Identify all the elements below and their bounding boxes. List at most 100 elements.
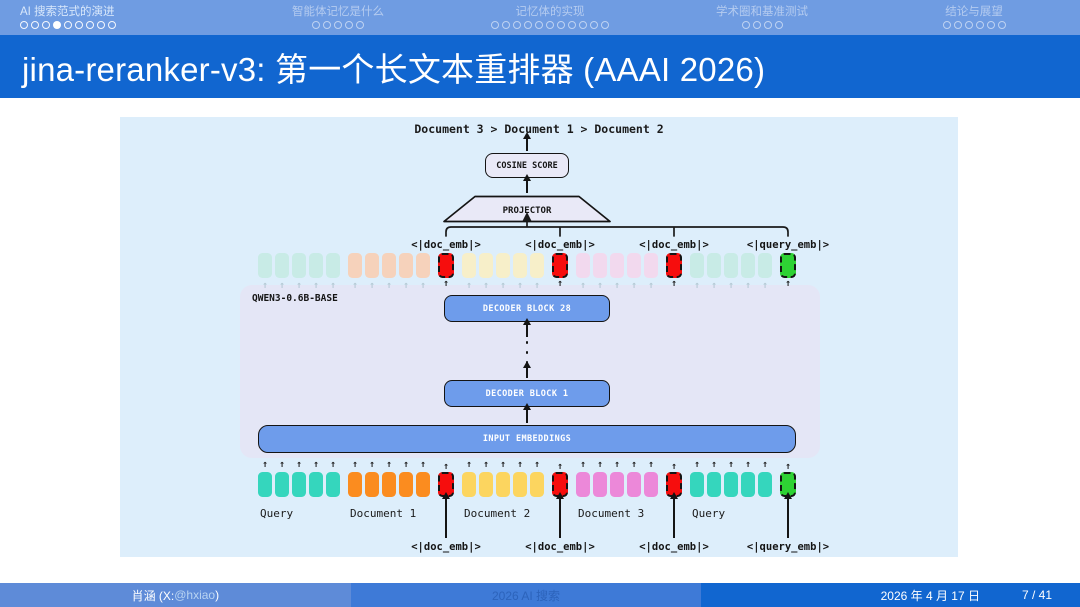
up-arrow-icon: ↑ xyxy=(443,460,449,472)
output-token-row: ↑↑↑↑↑↑↑↑↑↑↑<|doc_emb|>↑↑↑↑↑↑<|doc_emb|>↑… xyxy=(258,239,829,290)
up-arrow-icon: ↑ xyxy=(671,460,677,472)
up-arrow-icon: ↑ xyxy=(648,280,654,291)
doc-emb-1-label: <|doc_emb|> xyxy=(411,541,481,553)
nav-dot[interactable] xyxy=(31,21,39,30)
nav-dot[interactable] xyxy=(741,21,750,30)
nav-section-title: AI 搜索范式的演进 xyxy=(20,5,115,18)
nav-dot[interactable] xyxy=(20,21,28,30)
nav-section-agent-memory[interactable]: 智能体记忆是什么 xyxy=(232,0,444,35)
up-arrow-icon: ↑ xyxy=(711,280,717,291)
group-label-document-1: Document 1 xyxy=(350,507,417,520)
token-query-2: ↑ xyxy=(724,253,738,290)
up-arrow-icon: ↑ xyxy=(557,460,563,472)
nav-dot[interactable] xyxy=(513,21,521,30)
up-arrow-icon: ↑ xyxy=(403,458,409,470)
token-document-1: ↑ xyxy=(382,253,396,290)
query-emb-label: <|query_emb|> xyxy=(746,239,830,251)
up-arrow-icon: ↑ xyxy=(694,458,700,470)
nav-dot[interactable] xyxy=(953,21,962,30)
input-embeddings-label: INPUT EMBEDDINGS xyxy=(482,434,572,444)
nav-dot[interactable] xyxy=(524,21,532,30)
nav-dot[interactable] xyxy=(601,21,609,30)
nav-dot[interactable] xyxy=(97,21,105,30)
token-query-2: ↑ xyxy=(707,459,721,497)
nav-dot[interactable] xyxy=(997,21,1006,30)
doc-emb-2-token: ↑<|doc_emb|> xyxy=(525,239,595,288)
nav-dot[interactable] xyxy=(75,21,83,30)
token-query-2: ↑ xyxy=(707,253,721,290)
section-navbar: AI 搜索范式的演进 智能体记忆是什么 记忆体的实现 学术圈和基准测试 结论与展… xyxy=(0,0,1080,35)
up-arrow-icon: ↑ xyxy=(330,458,336,470)
token-group-doc-emb-3: ↑ <|doc_emb|> xyxy=(639,461,709,553)
up-arrow-icon: ↑ xyxy=(262,458,268,470)
nav-dot[interactable] xyxy=(590,21,598,30)
up-arrow-icon: ↑ xyxy=(313,280,319,291)
nav-progress-dots xyxy=(942,21,1006,30)
long-up-arrow xyxy=(559,498,561,538)
nav-dot[interactable] xyxy=(491,21,499,30)
nav-dot[interactable] xyxy=(568,21,576,30)
up-arrow-icon: ↑ xyxy=(483,280,489,291)
up-arrow-icon: ↑ xyxy=(369,458,375,470)
nav-progress-dots xyxy=(741,21,783,30)
up-arrow-icon: ↑ xyxy=(557,278,563,289)
up-arrow-icon: ↑ xyxy=(262,280,268,291)
nav-dot[interactable] xyxy=(763,21,772,30)
input-token-row: ↑Query↑↑↑↑↑Document 1↑↑↑↑↑<|doc_emb|>↑Do… xyxy=(258,459,829,553)
nav-dot[interactable] xyxy=(312,21,320,30)
up-arrow-icon: ↑ xyxy=(500,458,506,470)
decoder-block-28-label: DECODER BLOCK 28 xyxy=(482,303,572,314)
nav-section-memory-impl[interactable]: 记忆体的实现 xyxy=(444,0,656,35)
token-query-1: ↑ xyxy=(292,253,306,290)
qwen-model-label: QWEN3-0.6B-BASE xyxy=(252,293,338,304)
doc-emb-2-token: ↑<|doc_emb|> xyxy=(525,461,595,553)
token-document-1: ↑ xyxy=(416,253,430,290)
token-query-1: ↑ xyxy=(258,253,272,290)
group-label-document-3: Document 3 xyxy=(578,507,645,520)
group-label-document-2: Document 2 xyxy=(464,507,531,520)
nav-dot[interactable] xyxy=(64,21,72,30)
nav-dot[interactable] xyxy=(502,21,510,30)
nav-dot[interactable] xyxy=(975,21,984,30)
doc-emb-3-label: <|doc_emb|> xyxy=(639,541,709,553)
nav-dot[interactable] xyxy=(334,21,342,30)
group-label-query-1: Query xyxy=(260,507,294,520)
nav-section-conclusion[interactable]: 结论与展望 xyxy=(868,0,1080,35)
nav-dot[interactable] xyxy=(53,21,61,30)
up-arrow-icon: ↑ xyxy=(443,278,449,289)
author-handle-link[interactable]: @hxiao xyxy=(174,588,216,602)
group-label-query-2: Query xyxy=(692,507,726,520)
nav-section-ai-search[interactable]: AI 搜索范式的演进 xyxy=(0,0,232,35)
nav-dot[interactable] xyxy=(42,21,50,30)
token-group-document-2: ↑Document 2↑↑↑↑ xyxy=(462,459,544,520)
token-query-2: ↑ xyxy=(758,459,772,497)
nav-dot[interactable] xyxy=(774,21,783,30)
nav-dot[interactable] xyxy=(356,21,364,30)
nav-dot[interactable] xyxy=(557,21,565,30)
nav-dot[interactable] xyxy=(345,21,353,30)
doc-emb-1-label: <|doc_emb|> xyxy=(411,239,481,251)
up-arrow-icon: ↑ xyxy=(785,460,791,472)
nav-dot[interactable] xyxy=(108,21,116,30)
nav-dot[interactable] xyxy=(964,21,973,30)
token-document-3: ↑ xyxy=(644,253,658,290)
token-document-2: ↑ xyxy=(513,459,527,497)
nav-section-benchmarks[interactable]: 学术圈和基准测试 xyxy=(656,0,868,35)
footer-author: 肖涵 (X: @hxiao) xyxy=(0,583,351,607)
nav-dot[interactable] xyxy=(942,21,951,30)
up-arrow-icon: ↑ xyxy=(466,458,472,470)
up-arrow-icon: ↑ xyxy=(614,280,620,291)
nav-dot[interactable] xyxy=(535,21,543,30)
input-embeddings-box: INPUT EMBEDDINGS xyxy=(258,425,796,453)
nav-dot[interactable] xyxy=(86,21,94,30)
token-group-query-1: ↑Query↑↑↑↑ xyxy=(258,459,340,520)
nav-dot[interactable] xyxy=(546,21,554,30)
token-document-1: ↑ Document 1 xyxy=(348,459,416,520)
token-document-2: ↑ xyxy=(513,253,527,290)
nav-dot[interactable] xyxy=(752,21,761,30)
nav-dot[interactable] xyxy=(986,21,995,30)
nav-dot[interactable] xyxy=(323,21,331,30)
token-document-1: ↑ xyxy=(416,459,430,497)
up-arrow-icon: ↑ xyxy=(330,280,336,291)
nav-dot[interactable] xyxy=(579,21,587,30)
